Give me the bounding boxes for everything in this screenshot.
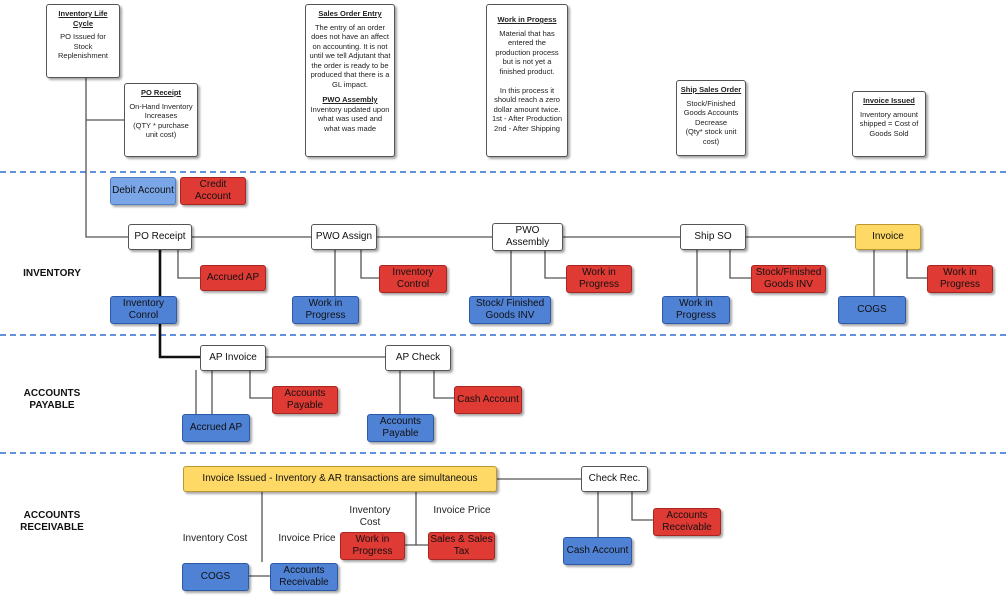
label-invoice-price-mid: Invoice Price <box>433 505 491 516</box>
credit-accrued-ap: Accrued AP <box>200 265 266 291</box>
credit-accounts-receivable: Accounts Receivable <box>653 508 721 536</box>
note-work-in-progress: Work in Progess Material that has entere… <box>486 4 568 157</box>
credit-work-in-progress: Work in Progress <box>566 265 632 293</box>
note-po-receipt: PO Receipt On-Hand Inventory Increases (… <box>124 83 198 157</box>
note-title: Invoice Issued <box>863 96 915 105</box>
note-inventory-lifecycle: Inventory Life Cycle PO Issued for Stock… <box>46 4 120 78</box>
credit-work-in-progress-invoice: Work in Progress <box>927 265 993 293</box>
note-sales-order-entry: Sales Order Entry The entry of an order … <box>305 4 395 157</box>
note-body: Inventory amount shipped = Cost of Goods… <box>859 109 919 138</box>
credit-accounts-payable: Accounts Payable <box>272 386 338 414</box>
section-label-inventory: INVENTORY <box>23 268 81 279</box>
note-body: The entry of an order does not have an a… <box>309 22 391 89</box>
note-title: Inventory Life Cycle <box>58 9 108 28</box>
debit-work-in-progress-ship: Work in Progress <box>662 296 730 324</box>
note-body-2: Inventory updated upon what was used and… <box>310 104 390 133</box>
debit-cash-account: Cash Account <box>563 537 632 565</box>
note-subtitle: PWO Assembly <box>322 95 378 104</box>
label-invoice-price-left: Invoice Price <box>278 533 336 544</box>
note-invoice-issued: Invoice Issued Inventory amount shipped … <box>852 91 926 157</box>
debit-cogs: COGS <box>838 296 906 324</box>
credit-cash-account: Cash Account <box>454 386 522 414</box>
step-po-receipt: PO Receipt <box>128 224 192 250</box>
credit-inventory-control: Inventory Control <box>379 265 447 293</box>
credit-stock-finished-goods: Stock/Finished Goods INV <box>751 265 826 293</box>
debit-stock-finished-goods: Stock/ Finished Goods INV <box>469 296 551 324</box>
note-body: Stock/Finished Goods Accounts Decrease (… <box>683 98 739 146</box>
debit-work-in-progress: Work in Progress <box>292 296 359 324</box>
debit-cogs-ar: COGS <box>182 563 249 591</box>
step-invoice-issued: Invoice Issued - Inventory & AR transact… <box>183 466 497 492</box>
legend-credit-account: Credit Account <box>180 177 246 205</box>
step-ship-so: Ship SO <box>680 224 746 250</box>
section-label-accounts-payable: ACCOUNTS PAYABLE <box>23 388 81 411</box>
note-body: PO Issued for Stock Replenishment <box>57 32 109 60</box>
step-ap-invoice: AP Invoice <box>200 345 266 371</box>
legend-debit-account: Debit Account <box>110 177 176 205</box>
label-inventory-cost-mid: Inventory Cost <box>349 505 391 528</box>
credit-sales-and-sales-tax: Sales & Sales Tax <box>428 532 495 560</box>
credit-work-in-progress-ar: Work in Progress <box>340 532 405 560</box>
label-inventory-cost-left: Inventory Cost <box>182 533 248 544</box>
debit-accrued-ap: Accrued AP <box>182 414 250 442</box>
step-invoice: Invoice <box>855 224 921 250</box>
note-body: On-Hand Inventory Increases (QTY * purch… <box>129 101 193 140</box>
note-ship-sales-order: Ship Sales Order Stock/Finished Goods Ac… <box>676 80 746 156</box>
step-pwo-assembly: PWO Assembly <box>492 223 563 251</box>
debit-inventory-control: Inventory Conrol <box>110 296 177 324</box>
debit-accounts-receivable: Accounts Receivable <box>270 563 338 591</box>
note-title: PO Receipt <box>140 88 181 97</box>
note-title: Ship Sales Order <box>680 85 742 94</box>
note-title: Sales Order Entry <box>318 9 382 18</box>
step-ap-check: AP Check <box>385 345 451 371</box>
section-label-accounts-receivable: ACCOUNTS RECEIVABLE <box>20 510 84 533</box>
step-pwo-assign: PWO Assign <box>311 224 377 250</box>
note-title: Work in Progess <box>497 15 557 24</box>
note-body: Material that has entered the production… <box>491 28 563 133</box>
debit-accounts-payable: Accounts Payable <box>367 414 434 442</box>
step-check-rec: Check Rec. <box>581 466 648 492</box>
